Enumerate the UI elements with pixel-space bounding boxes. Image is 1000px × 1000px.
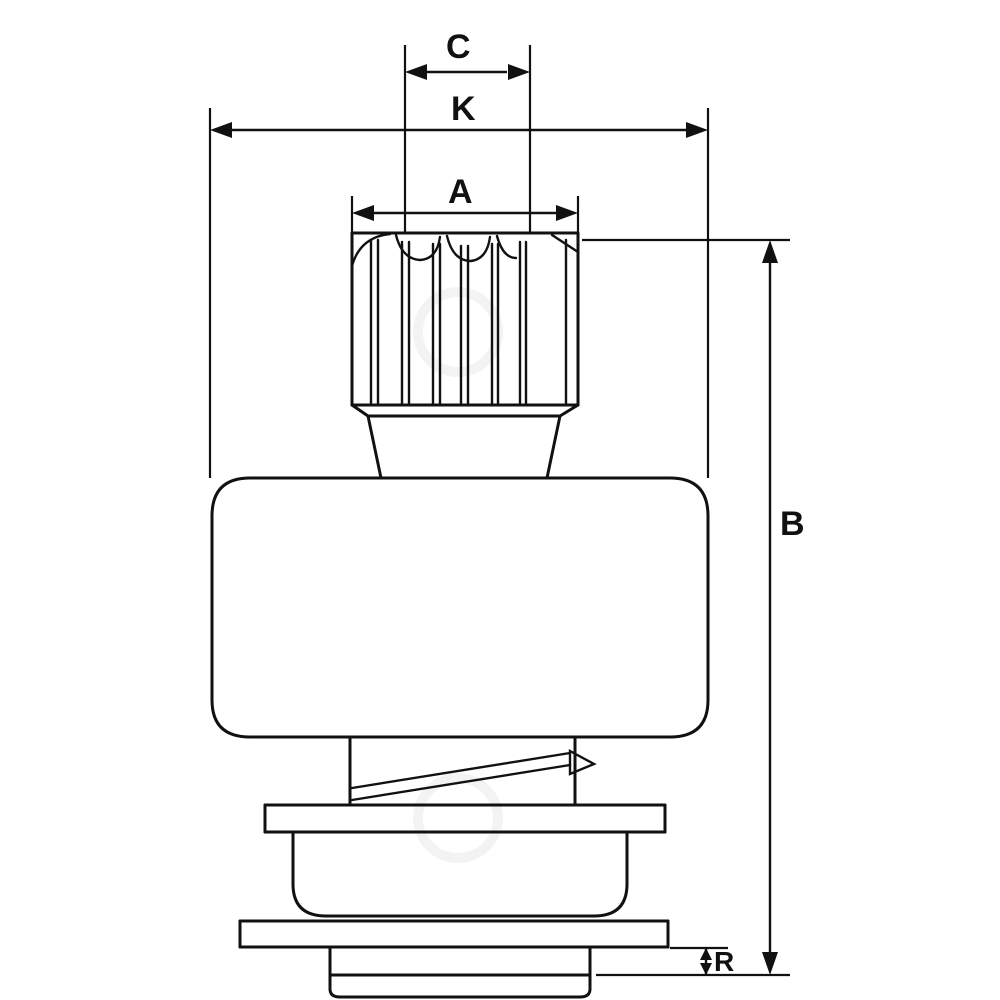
arrowhead-top bbox=[762, 240, 778, 263]
arrowhead-left bbox=[210, 122, 232, 138]
watermark-ring-bottom bbox=[413, 773, 503, 863]
spline-thread-tip bbox=[568, 748, 597, 776]
spline-helix-line bbox=[350, 763, 572, 802]
arrowhead-top bbox=[700, 948, 712, 960]
dimension-label-a: A bbox=[448, 173, 473, 211]
arrowhead-right bbox=[556, 205, 578, 221]
dimension-label-k: K bbox=[451, 90, 476, 128]
bearing-cup bbox=[291, 830, 629, 918]
dimension-label-r: R bbox=[714, 946, 734, 977]
lower-flange bbox=[238, 919, 670, 949]
watermark-ring-top bbox=[413, 287, 503, 377]
arrowhead-right bbox=[508, 64, 530, 80]
dimension-c: C bbox=[403, 28, 532, 233]
arrowhead-left bbox=[405, 64, 427, 80]
dimension-b: B bbox=[582, 238, 805, 977]
upper-flange bbox=[263, 803, 667, 834]
gear-bottom-step bbox=[350, 403, 580, 418]
watermark bbox=[413, 287, 503, 863]
dimension-r: R bbox=[670, 946, 734, 977]
bottom-hub bbox=[328, 945, 592, 999]
dimension-label-c: C bbox=[446, 28, 471, 66]
dimension-a: A bbox=[350, 173, 580, 232]
gear-neck bbox=[366, 414, 562, 480]
arrowhead-bottom bbox=[762, 952, 778, 975]
arrowhead-bottom bbox=[700, 963, 712, 975]
helical-spline-shaft bbox=[348, 735, 597, 807]
arrowhead-left bbox=[352, 205, 374, 221]
pinion-gear bbox=[350, 231, 580, 418]
spline-helix-line bbox=[350, 751, 572, 790]
arrowhead-right bbox=[686, 122, 708, 138]
dimension-k: K bbox=[208, 90, 710, 478]
dimension-label-b: B bbox=[780, 505, 805, 543]
clutch-body bbox=[210, 476, 710, 739]
gear-tooth-chamfers bbox=[350, 232, 580, 268]
clutch-body-outline bbox=[210, 476, 710, 739]
gear-teeth bbox=[369, 238, 568, 407]
